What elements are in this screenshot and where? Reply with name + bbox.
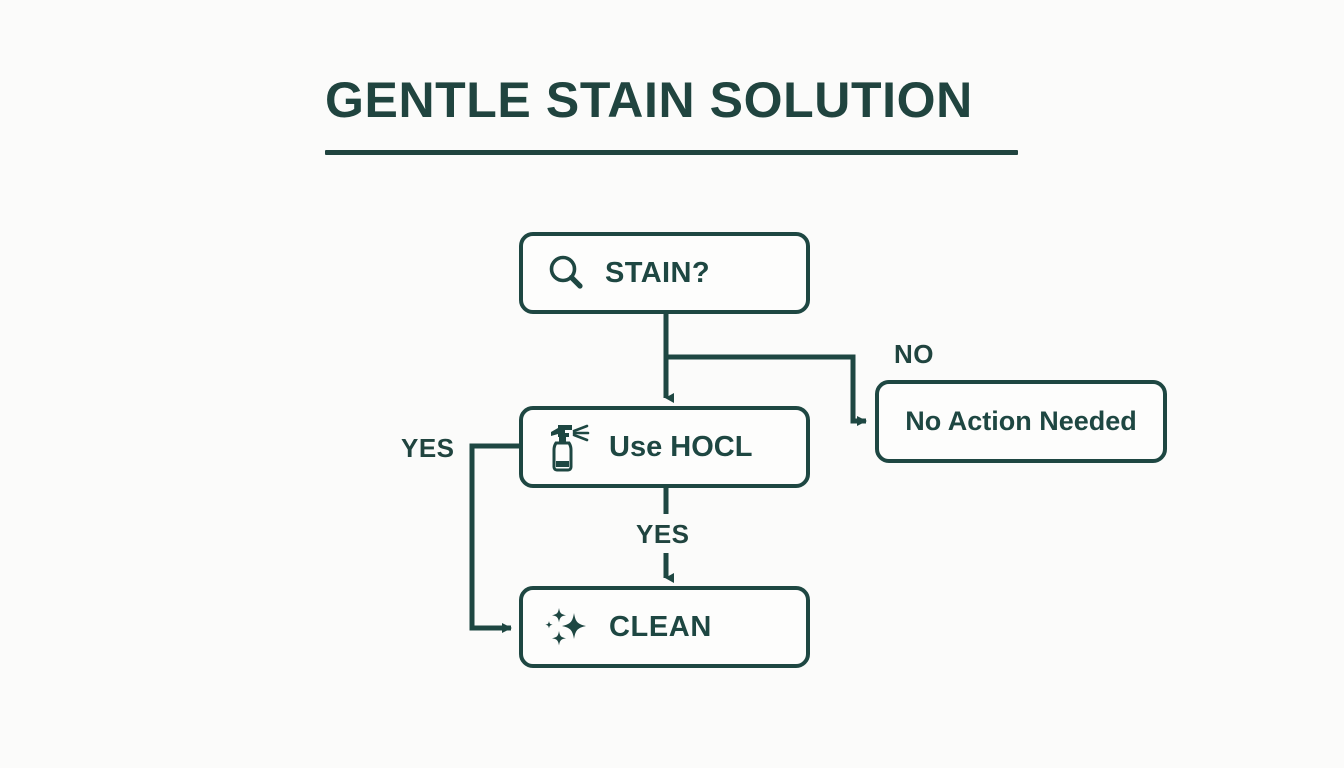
- edge-label-no: NO: [888, 339, 940, 370]
- sparkles-icon: [545, 605, 591, 649]
- connector-hocl-left-to-clean: [469, 443, 519, 633]
- node-use-hocl[interactable]: Use HOCL: [519, 406, 810, 488]
- title-underline: [325, 150, 1018, 155]
- edge-label-yes-left: YES: [395, 433, 461, 464]
- page-title: GENTLE STAIN SOLUTION: [325, 72, 973, 128]
- spray-bottle-icon: [545, 422, 591, 472]
- node-use-hocl-label: Use HOCL: [609, 430, 753, 463]
- node-no-action-needed-label: No Action Needed: [905, 406, 1137, 436]
- node-stain[interactable]: STAIN?: [519, 232, 810, 314]
- node-stain-label: STAIN?: [605, 256, 710, 289]
- node-clean[interactable]: CLEAN: [519, 586, 810, 668]
- connector-stain-to-no-action: [666, 354, 867, 426]
- edge-label-yes-middle: YES: [630, 519, 696, 550]
- node-no-action-needed[interactable]: No Action Needed: [875, 380, 1167, 463]
- magnifier-icon: [545, 252, 587, 294]
- node-clean-label: CLEAN: [609, 610, 712, 643]
- title-block: GENTLE STAIN SOLUTION: [325, 72, 1025, 155]
